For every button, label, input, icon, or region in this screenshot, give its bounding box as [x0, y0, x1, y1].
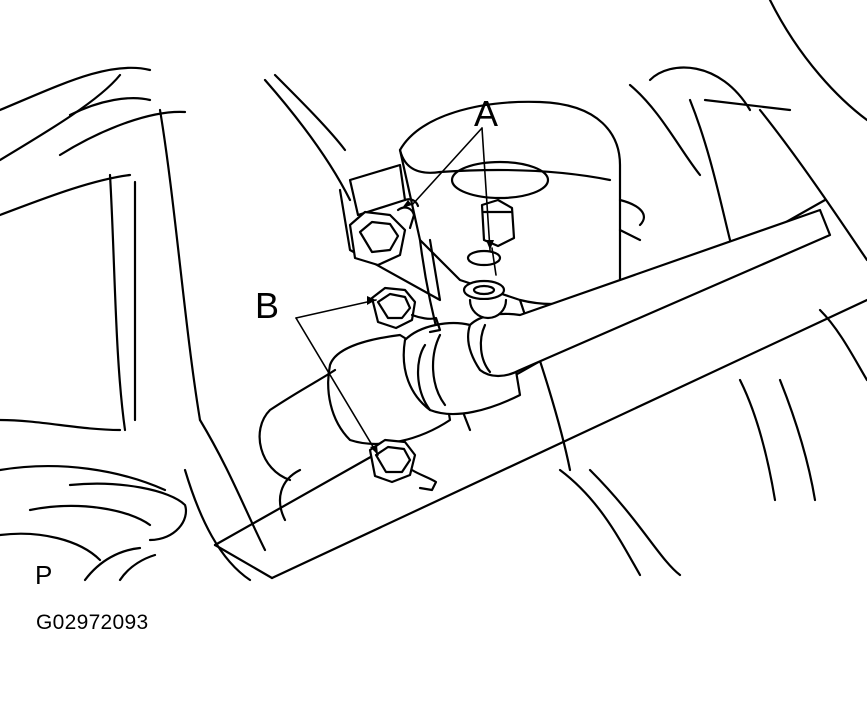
background-structure [0, 0, 867, 582]
bolt-b-upper [370, 286, 442, 334]
callout-leaders [295, 127, 494, 456]
bolt-b-lower [368, 438, 438, 492]
figure-code: G02972093 [36, 611, 149, 634]
bolt-a-upper [348, 198, 420, 267]
bolt-a-center [462, 198, 516, 320]
corner-mark: P [35, 560, 53, 590]
callout-b-label: B [255, 285, 280, 326]
rack-tube [258, 208, 832, 522]
callout-a-label: A [474, 93, 499, 134]
